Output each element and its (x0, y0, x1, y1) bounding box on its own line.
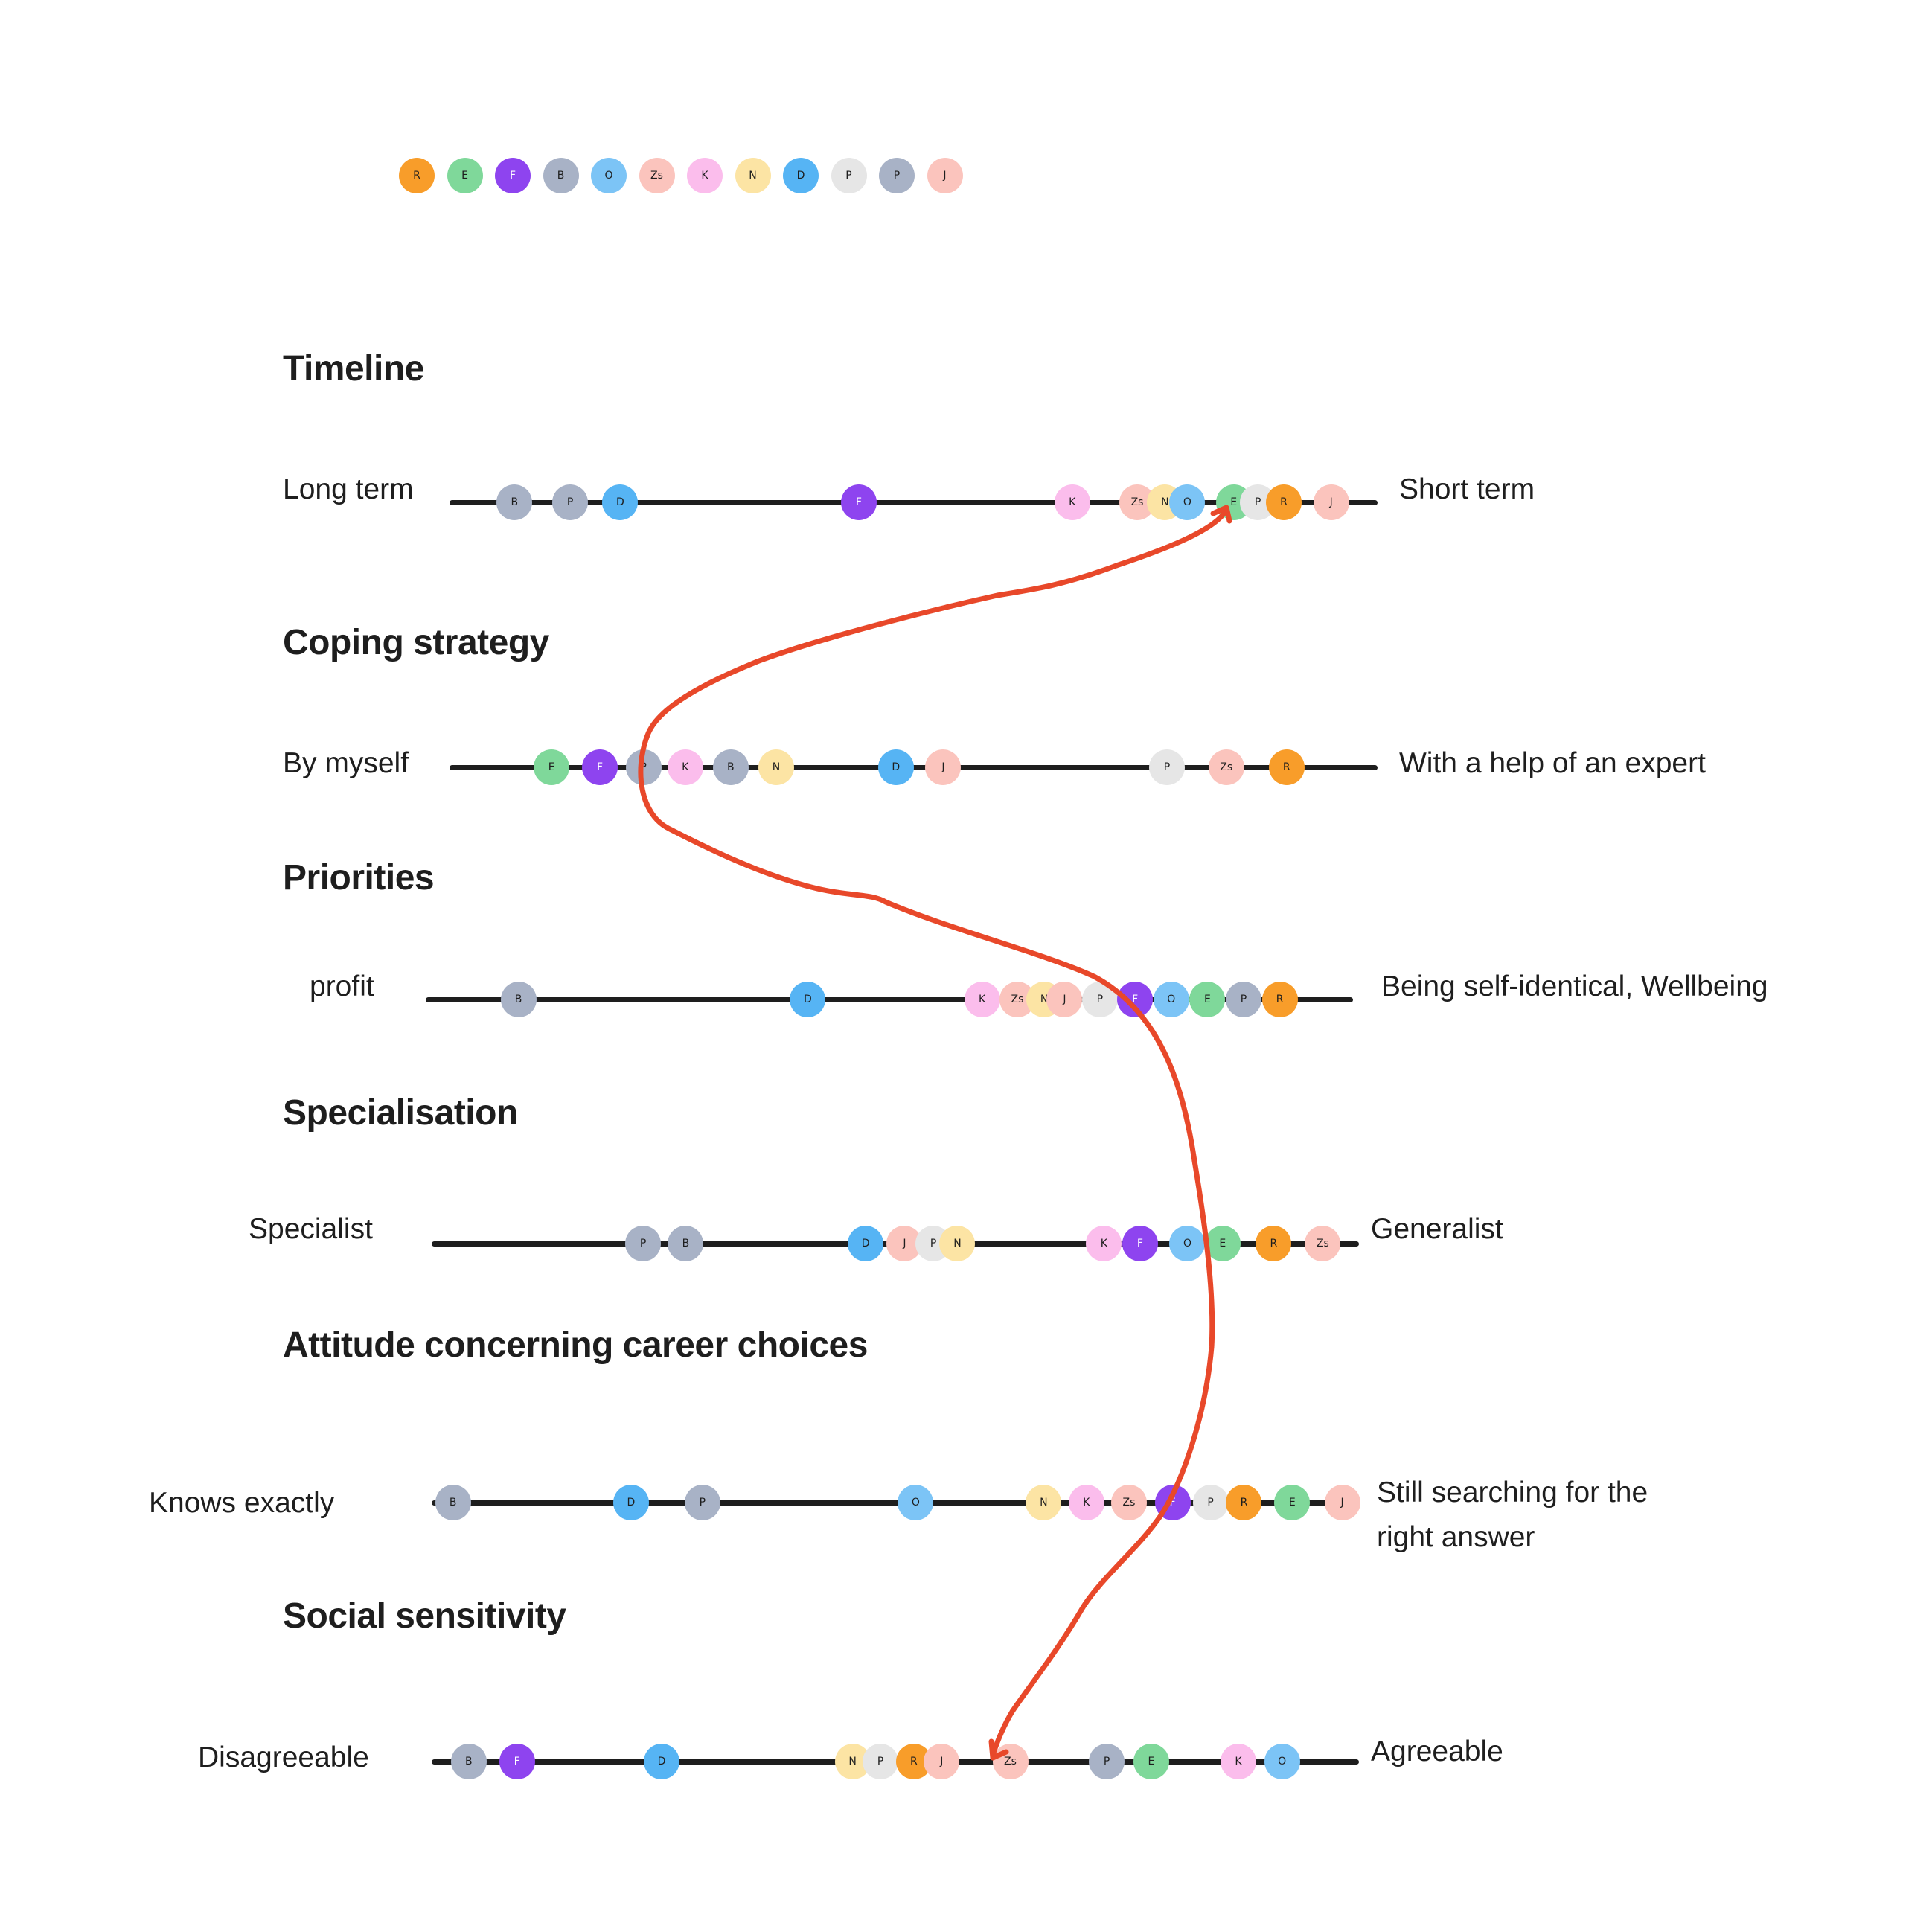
marker-f: F (499, 1744, 535, 1779)
legend-dot-d: D (783, 158, 819, 193)
scale-left-label-specialisation: Specialist (249, 1213, 373, 1245)
marker-d: D (848, 1226, 884, 1261)
marker-b: B (668, 1226, 704, 1261)
marker-b: B (435, 1485, 471, 1520)
scale-right-label-priorities: Being self-identical, Wellbeing (1381, 970, 1768, 1002)
marker-d: D (612, 1485, 649, 1520)
marker-e: E (1133, 1744, 1169, 1779)
scale-left-label-priorities: profit (310, 970, 374, 1002)
legend-dot-e: E (447, 158, 483, 193)
marker-f: F (582, 749, 618, 785)
marker-b: B (450, 1744, 487, 1779)
marker-zs: Zs (992, 1744, 1029, 1779)
marker-o: O (1153, 982, 1189, 1017)
marker-n: N (758, 749, 794, 785)
marker-r: R (1256, 1226, 1292, 1261)
marker-d: D (644, 1744, 679, 1779)
legend-dot-zs: Zs (639, 158, 675, 193)
marker-zs: Zs (1110, 1485, 1147, 1520)
marker-d: D (877, 749, 914, 785)
marker-f: F (1154, 1485, 1191, 1520)
marker-r: R (1226, 1485, 1262, 1520)
legend-dot-j: J (927, 158, 963, 193)
marker-o: O (1169, 484, 1206, 520)
scale-right-label-coping: With a help of an expert (1399, 747, 1706, 779)
marker-k: K (1221, 1744, 1257, 1779)
marker-f: F (1117, 982, 1154, 1017)
legend-dot-o: O (591, 158, 627, 193)
marker-b: B (496, 484, 533, 520)
scale-title-career-attitude: Attitude concerning career choices (283, 1325, 868, 1365)
marker-k: K (1068, 1485, 1104, 1520)
marker-e: E (1204, 1226, 1241, 1261)
scale-left-label-coping: By myself (283, 747, 409, 779)
marker-zs: Zs (1305, 1226, 1341, 1261)
marker-zs: Zs (1208, 749, 1244, 785)
marker-f: F (840, 484, 877, 520)
marker-r: R (1268, 749, 1305, 785)
marker-n: N (1026, 1485, 1062, 1520)
marker-p: P (625, 749, 662, 785)
scale-title-timeline: Timeline (283, 349, 424, 388)
legend-dot-p: P (831, 158, 867, 193)
legend-dot-r: R (399, 158, 435, 193)
marker-b: B (712, 749, 749, 785)
marker-e: E (1274, 1485, 1311, 1520)
marker-e: E (534, 749, 570, 785)
marker-p: P (684, 1485, 720, 1520)
marker-f: F (1122, 1226, 1158, 1261)
scale-title-priorities: Priorities (283, 858, 435, 898)
scale-right-label-career-line2: right answer (1377, 1521, 1535, 1553)
marker-d: D (602, 484, 639, 520)
scale-left-label-social: Disagreeable (198, 1741, 369, 1773)
scale-right-label-timeline: Short term (1399, 473, 1535, 505)
connector-path (638, 506, 1229, 1758)
marker-r: R (1261, 982, 1298, 1017)
legend-dot-n: N (735, 158, 771, 193)
marker-p: P (625, 1226, 662, 1261)
marker-k: K (1054, 484, 1090, 520)
scale-right-label-specialisation: Generalist (1371, 1213, 1503, 1245)
legend-dot-f: F (495, 158, 531, 193)
marker-j: J (1313, 484, 1349, 520)
legend-dot-b: B (543, 158, 579, 193)
marker-j: J (1046, 982, 1083, 1017)
marker-j: J (925, 749, 962, 785)
marker-d: D (790, 982, 826, 1017)
marker-e: E (1189, 982, 1226, 1017)
legend-dot-p: P (879, 158, 915, 193)
scale-axis-timeline (450, 500, 1378, 505)
marker-b: B (500, 982, 537, 1017)
legend-dot-k: K (687, 158, 723, 193)
marker-p: P (1089, 1744, 1125, 1779)
scale-title-specialisation: Specialisation (283, 1093, 518, 1133)
scale-left-label-career: Knows exactly (149, 1487, 335, 1519)
scale-left-label-timeline: Long term (283, 473, 414, 505)
scale-right-label-career-line1: Still searching for the (1377, 1477, 1648, 1509)
marker-k: K (964, 982, 1000, 1017)
marker-k: K (1086, 1226, 1122, 1261)
marker-r: R (1266, 484, 1302, 520)
marker-p: P (552, 484, 589, 520)
marker-o: O (898, 1485, 934, 1520)
marker-o: O (1169, 1226, 1206, 1261)
marker-p: P (1148, 749, 1185, 785)
marker-j: J (1324, 1485, 1360, 1520)
marker-p: P (1081, 982, 1118, 1017)
marker-k: K (667, 749, 703, 785)
marker-p: P (1225, 982, 1261, 1017)
scale-title-social-sensitivity: Social sensitivity (283, 1596, 566, 1636)
scale-title-coping-strategy: Coping strategy (283, 623, 549, 662)
marker-n: N (939, 1226, 976, 1261)
scale-right-label-social: Agreeable (1371, 1735, 1503, 1767)
marker-j: J (924, 1744, 960, 1779)
marker-p: P (1192, 1485, 1229, 1520)
marker-p: P (863, 1744, 899, 1779)
marker-o: O (1264, 1744, 1300, 1779)
